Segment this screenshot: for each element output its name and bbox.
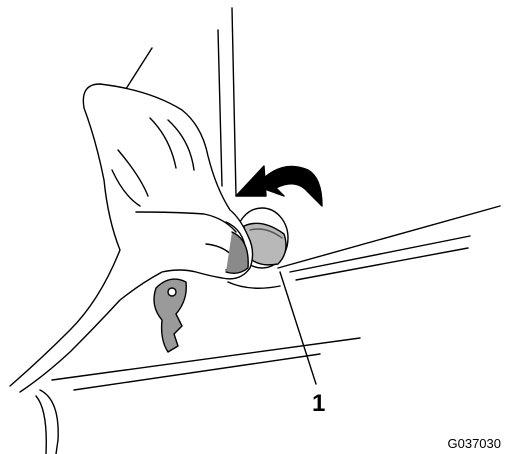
- callout-number: 1: [312, 390, 326, 417]
- callout-leader-line: [279, 271, 317, 385]
- panel-lines: [35, 7, 501, 454]
- rotate-arrow-icon: [235, 165, 323, 207]
- figure-code: G037030: [447, 436, 502, 451]
- hand-icon: [9, 83, 254, 393]
- ignition-key-icon: [153, 278, 187, 353]
